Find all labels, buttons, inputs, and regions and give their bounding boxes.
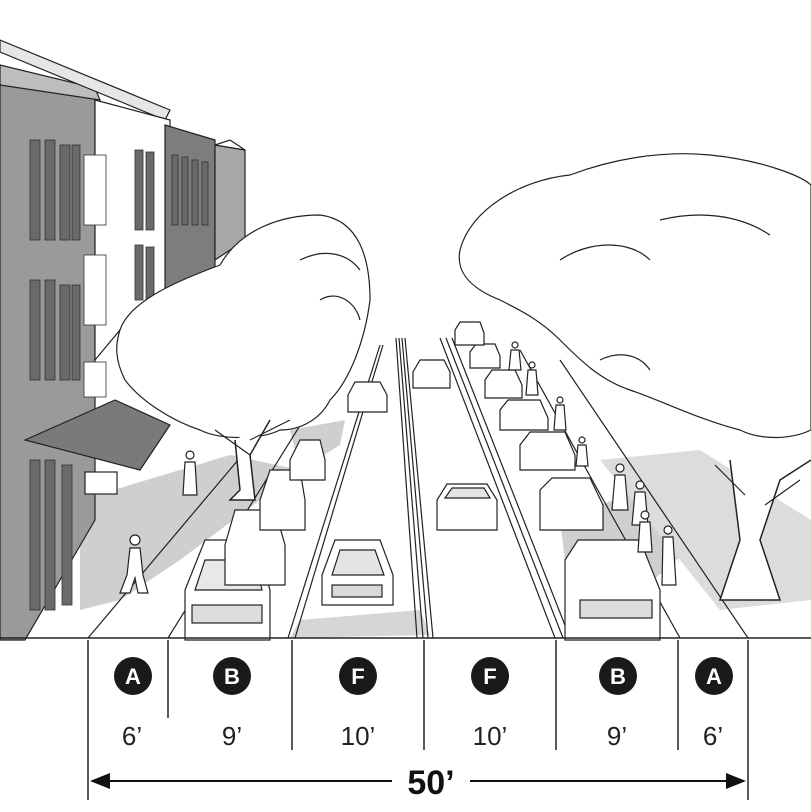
storefront-awning [23,399,171,471]
zone-width-label: 9’ [607,721,627,751]
zone-badge-letter: F [483,664,496,689]
zone-widths: 6’ 9’ 10’ 10’ 9’ 6’ [122,721,723,751]
zone-badge-f-left: F [339,657,377,695]
arrowhead-right-icon [726,773,746,789]
zone-badge-letter: B [224,664,240,689]
zone-badge-a-right: A [695,657,733,695]
zone-badge-letter: A [706,664,722,689]
pedestrians [119,341,677,594]
windows [29,139,209,611]
zone-badges: A B F F B A [114,657,733,695]
trees-left [116,214,371,501]
parked-cars-left [184,439,326,641]
zone-width-label: 10’ [473,721,508,751]
buildings-left [0,39,246,641]
zone-badge-letter: F [351,664,364,689]
zone-width-label: 6’ [703,721,723,751]
arrowhead-left-icon [90,773,110,789]
total-dimension-arrow [90,773,746,789]
trees-right [458,153,811,601]
zone-badge-letter: A [125,664,141,689]
street-illustration [0,39,811,641]
moving-cars [321,359,498,606]
window-panes-white [83,154,107,398]
parked-cars-right [454,321,661,641]
zone-badge-a-left: A [114,657,152,695]
zone-badge-b-right: B [599,657,637,695]
zone-badge-b-left: B [213,657,251,695]
dimension-section [87,640,749,800]
zone-width-label: 9’ [222,721,242,751]
zone-width-label: 10’ [341,721,376,751]
storefront-sign [84,471,118,495]
zone-badge-letter: B [610,664,626,689]
zone-width-label: 6’ [122,721,142,751]
zone-badge-f-right: F [471,657,509,695]
road-lines [87,337,749,639]
total-width-label: 50’ [407,764,454,802]
